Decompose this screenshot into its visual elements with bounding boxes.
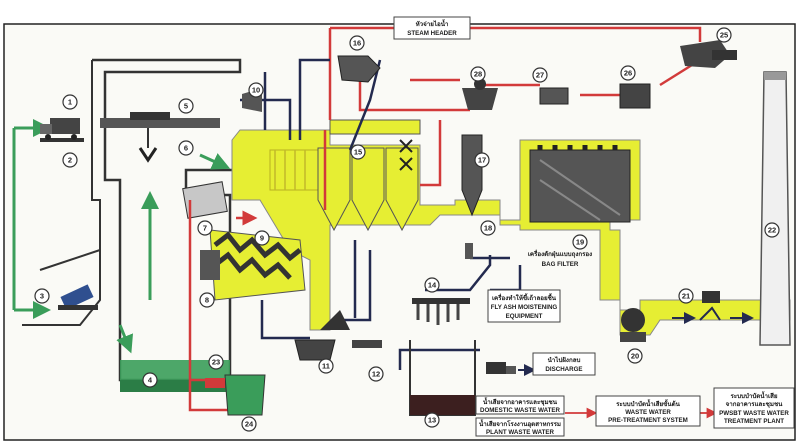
component-marker-23: 23 bbox=[209, 355, 223, 369]
component-marker-2: 2 bbox=[63, 153, 77, 167]
component-number: 21 bbox=[682, 292, 690, 301]
plant-label: น้ำเสียจากโรงงานอุตสาหกรรม PLANT WASTE W… bbox=[476, 418, 564, 436]
induced-draft-fan bbox=[620, 308, 646, 342]
treatment-en-2: TREATMENT PLANT bbox=[724, 418, 784, 425]
component-number: 3 bbox=[40, 292, 44, 301]
component-number: 27 bbox=[536, 71, 544, 80]
component-number: 9 bbox=[260, 234, 264, 243]
component-marker-8: 8 bbox=[200, 293, 214, 307]
bag-filter-en: BAG FILTER bbox=[542, 261, 579, 268]
component-marker-22: 22 bbox=[765, 223, 779, 237]
chimney bbox=[760, 72, 790, 345]
component-number: 28 bbox=[474, 70, 482, 79]
component-marker-6: 6 bbox=[179, 141, 193, 155]
component-number: 12 bbox=[372, 370, 380, 379]
component-number: 19 bbox=[576, 238, 584, 247]
component-marker-14: 14 bbox=[425, 278, 439, 292]
component-number: 16 bbox=[353, 39, 361, 48]
component-marker-9: 9 bbox=[255, 231, 269, 245]
component-number: 20 bbox=[631, 352, 639, 361]
component-number: 17 bbox=[478, 156, 486, 165]
component-number: 13 bbox=[428, 416, 436, 425]
bag-filter bbox=[530, 145, 630, 222]
pretreat-en-2: PRE-TREATMENT SYSTEM bbox=[608, 417, 688, 424]
component-marker-16: 16 bbox=[350, 36, 364, 50]
component-number: 8 bbox=[205, 296, 209, 305]
component-number: 18 bbox=[484, 224, 492, 233]
component-number: 1 bbox=[68, 98, 72, 107]
component-marker-26: 26 bbox=[621, 66, 635, 80]
component-marker-4: 4 bbox=[143, 373, 157, 387]
treatment-plant-label: ระบบบำบัดน้ำเสีย จากอาคารและชุมชน PWSBT … bbox=[714, 388, 794, 428]
fly-ash-en-2: EQUIPMENT bbox=[506, 313, 543, 320]
component-marker-19: 19 bbox=[573, 235, 587, 249]
component-marker-18: 18 bbox=[481, 221, 495, 235]
domestic-en: DOMESTIC WASTE WATER bbox=[480, 407, 561, 414]
component-marker-13: 13 bbox=[425, 413, 439, 427]
component-number: 11 bbox=[322, 362, 330, 371]
component-number: 26 bbox=[624, 69, 632, 78]
component-number: 14 bbox=[428, 281, 437, 290]
discharge-en: DISCHARGE bbox=[545, 366, 582, 373]
treatment-en-1: PWSBT WASTE WATER bbox=[719, 410, 789, 417]
component-marker-12: 12 bbox=[369, 367, 383, 381]
domestic-label: น้ำเสียจากอาคารและชุมชน DOMESTIC WASTE W… bbox=[476, 396, 564, 414]
steam-header-en: STEAM HEADER bbox=[407, 30, 457, 37]
component-marker-5: 5 bbox=[179, 99, 193, 113]
component-number: 2 bbox=[68, 156, 72, 165]
pretreat-en-1: WASTE WATER bbox=[625, 409, 671, 416]
component-marker-17: 17 bbox=[475, 153, 489, 167]
component-number: 5 bbox=[184, 102, 188, 111]
fly-ash-en-1: FLY ASH MOISTENING bbox=[491, 304, 558, 311]
component-number: 7 bbox=[203, 224, 207, 233]
component-number: 15 bbox=[354, 148, 362, 157]
component-marker-27: 27 bbox=[533, 68, 547, 82]
bag-filter-th: เครื่องดักฝุ่นแบบถุงกรอง bbox=[528, 249, 592, 258]
component-marker-1: 1 bbox=[63, 95, 77, 109]
component-number: 25 bbox=[720, 31, 728, 40]
component-marker-10: 10 bbox=[249, 83, 263, 97]
plant-en: PLANT WASTE WATER bbox=[486, 429, 554, 436]
steam-header-label: หัวจ่ายไอน้ำ STEAM HEADER bbox=[394, 17, 470, 39]
component-marker-3: 3 bbox=[35, 289, 49, 303]
feed-pump-27 bbox=[540, 88, 568, 104]
component-marker-20: 20 bbox=[628, 349, 642, 363]
pretreatment-label: ระบบบำบัดน้ำเสียขั้นต้น WASTE WATER PRE-… bbox=[596, 396, 700, 426]
discharge-label: นำไปฝังกลบ DISCHARGE bbox=[533, 353, 595, 375]
component-number: 22 bbox=[768, 226, 776, 235]
treatment-th-2: จากอาคารและชุมชน bbox=[726, 401, 784, 408]
component-marker-25: 25 bbox=[717, 28, 731, 42]
component-marker-7: 7 bbox=[198, 221, 212, 235]
component-marker-28: 28 bbox=[471, 67, 485, 81]
component-marker-11: 11 bbox=[319, 359, 333, 373]
component-number: 24 bbox=[245, 420, 254, 429]
component-marker-24: 24 bbox=[242, 417, 256, 431]
component-number: 10 bbox=[252, 86, 260, 95]
component-number: 23 bbox=[212, 358, 220, 367]
component-marker-21: 21 bbox=[679, 289, 693, 303]
discharge-th: นำไปฝังกลบ bbox=[548, 356, 581, 364]
silo-18 bbox=[465, 243, 473, 259]
component-number: 6 bbox=[184, 144, 188, 153]
fly-ash-label: เครื่องทำให้ขี้เถ้าลอยชื้น FLY ASH MOIST… bbox=[488, 290, 560, 322]
component-marker-15: 15 bbox=[351, 145, 365, 159]
condensate-pump-26 bbox=[620, 84, 650, 108]
